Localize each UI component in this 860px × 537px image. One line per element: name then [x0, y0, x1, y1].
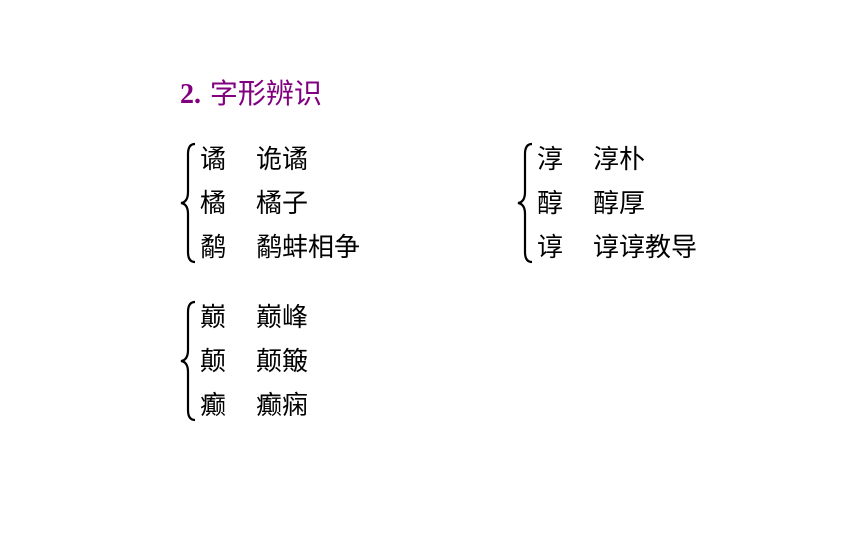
list-item: 颠颠簸: [200, 342, 308, 382]
list-item: 谲诡谲: [200, 140, 308, 180]
word: 谆谆教导: [593, 233, 698, 263]
word: 巅峰: [256, 303, 309, 333]
word: 颠簸: [256, 347, 309, 377]
char: 鹬: [200, 233, 227, 263]
char: 淳: [537, 145, 564, 175]
char-group-1: 谲诡谲 橘橘子 鹬鹬蚌相争: [178, 140, 408, 266]
word: 橘子: [256, 189, 309, 219]
list-item: 谆谆谆教导: [537, 228, 697, 268]
section-number: 2.: [180, 79, 201, 110]
char: 谆: [537, 233, 564, 263]
word: 诡谲: [256, 145, 309, 175]
list-item: 橘橘子: [200, 184, 308, 224]
list-item: 巅巅峰: [200, 298, 308, 338]
left-brace-icon: [180, 300, 196, 422]
word: 癫痫: [256, 391, 309, 421]
word: 淳朴: [593, 145, 646, 175]
left-brace-icon: [180, 142, 196, 264]
list-item: 癫癫痫: [200, 386, 308, 426]
left-brace-icon: [517, 142, 533, 264]
list-item: 淳淳朴: [537, 140, 645, 180]
section-title-text: 字形辨识: [209, 77, 322, 110]
char: 巅: [200, 303, 227, 333]
char-group-2: 淳淳朴 醇醇厚 谆谆谆教导: [515, 140, 745, 266]
word: 醇厚: [593, 189, 646, 219]
word: 鹬蚌相争: [256, 233, 361, 263]
section-title: 2. 字形辨识: [180, 76, 322, 113]
list-item: 醇醇厚: [537, 184, 645, 224]
char: 橘: [200, 189, 227, 219]
char: 癫: [200, 391, 227, 421]
char: 颠: [200, 347, 227, 377]
char-group-3: 巅巅峰 颠颠簸 癫癫痫: [178, 298, 408, 424]
char: 醇: [537, 189, 564, 219]
char: 谲: [200, 145, 227, 175]
list-item: 鹬鹬蚌相争: [200, 228, 360, 268]
